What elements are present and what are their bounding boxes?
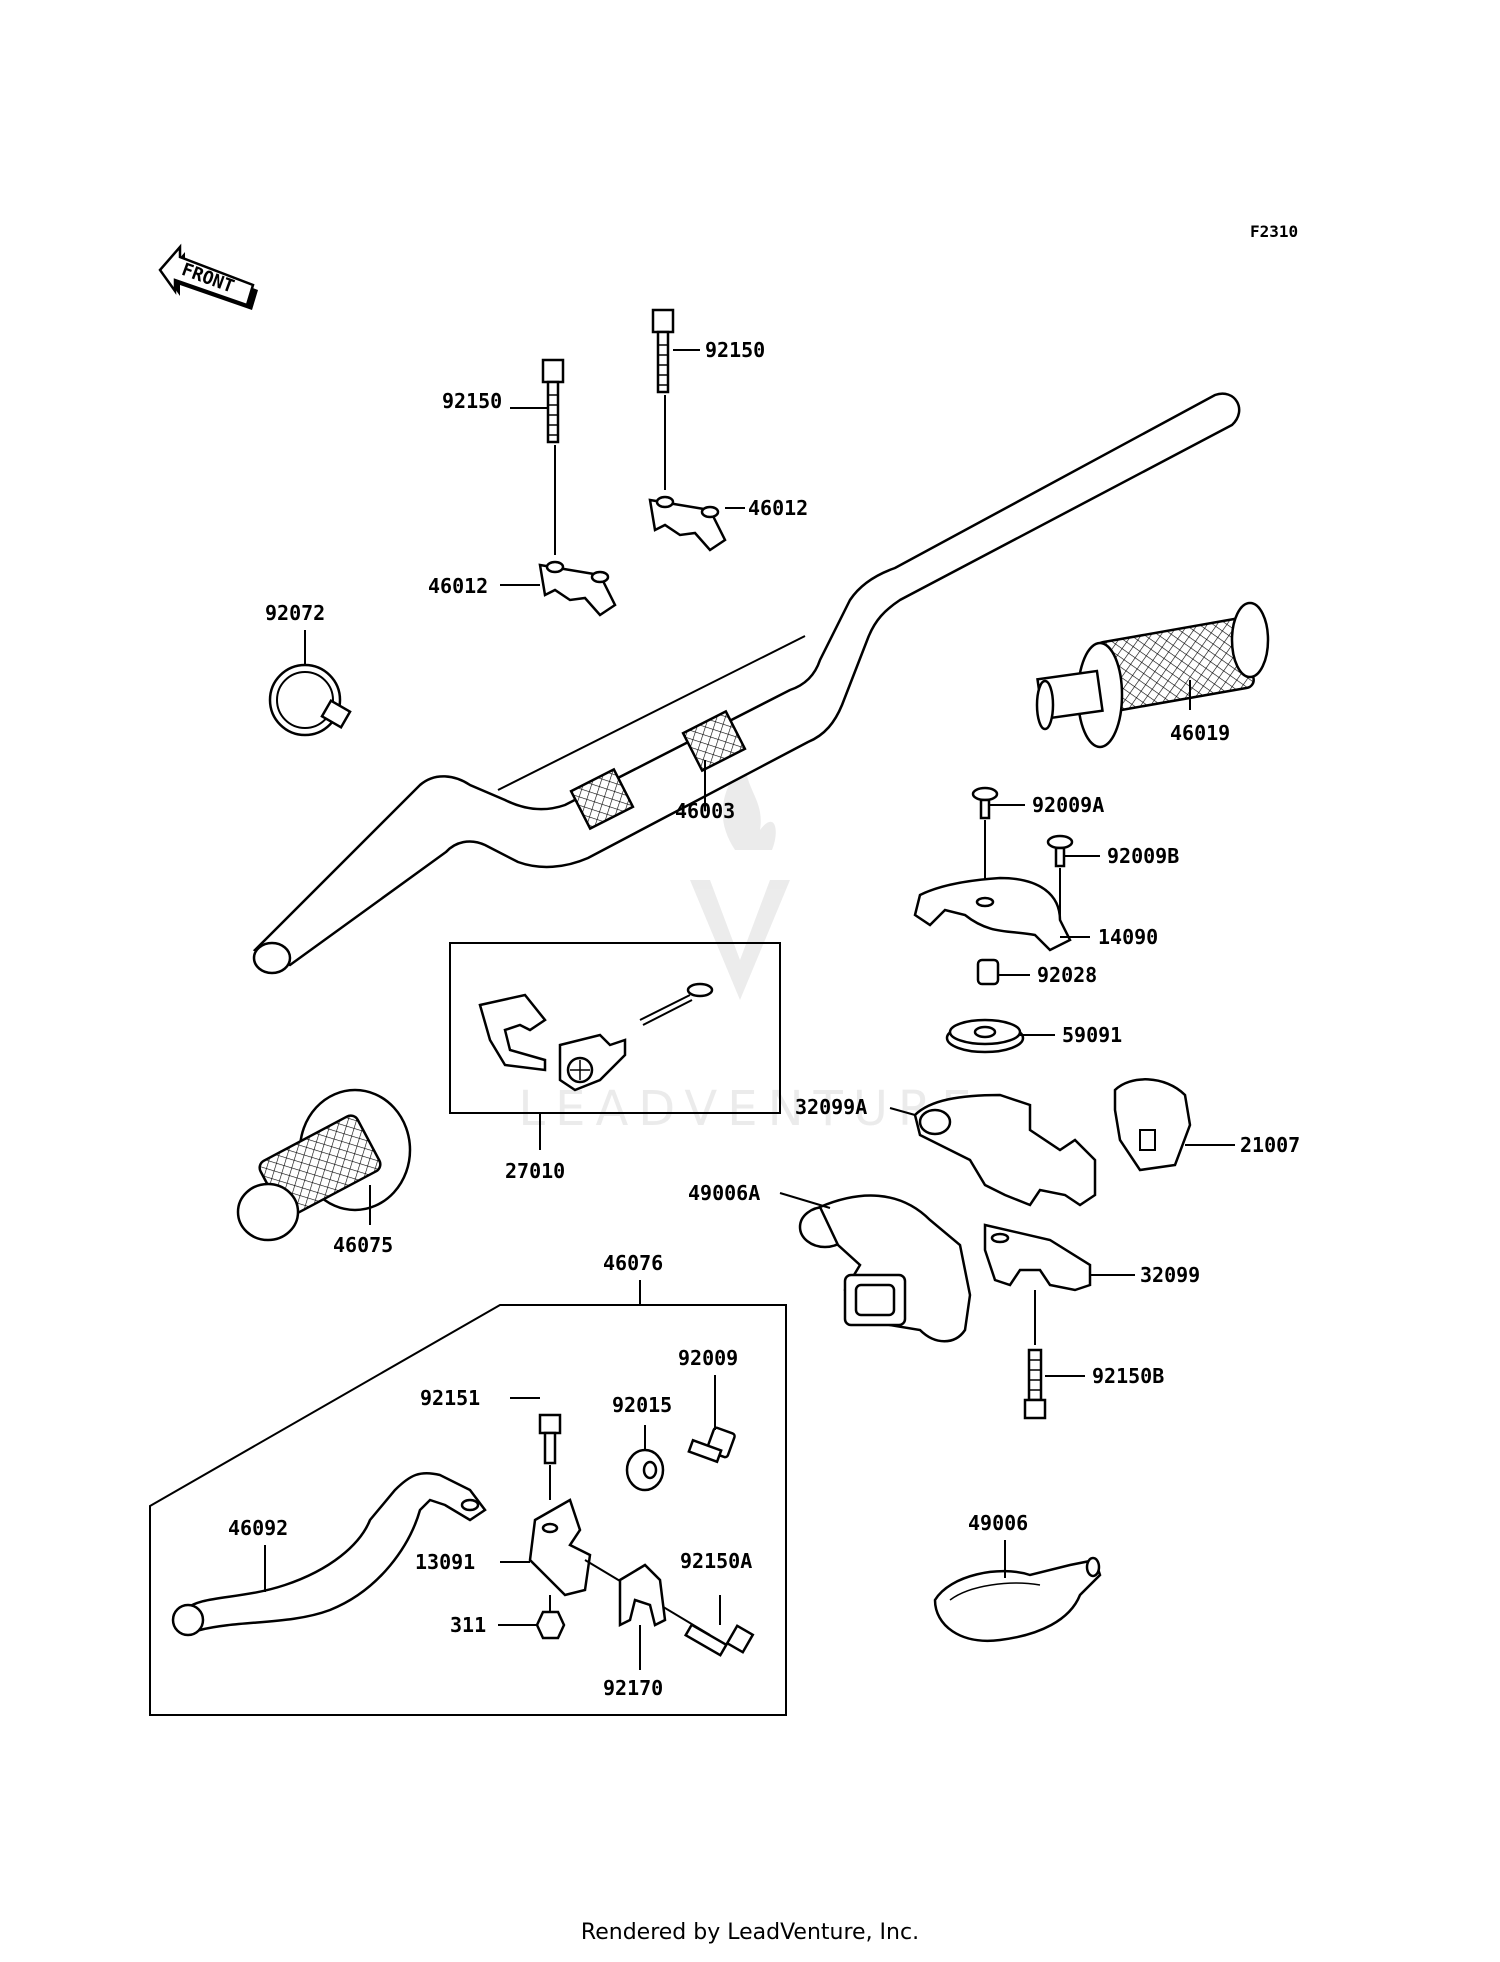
lever-46092	[171, 1471, 487, 1637]
front-arrow-icon: FRONT	[158, 243, 258, 310]
label-92150B: 92150B	[1092, 1364, 1164, 1388]
label-46012-left: 46012	[428, 574, 488, 598]
label-49006A: 49006A	[688, 1181, 760, 1205]
label-92015: 92015	[612, 1393, 672, 1417]
bolt-92150-left	[510, 358, 565, 555]
label-27010: 27010	[505, 1159, 565, 1183]
label-46076: 46076	[603, 1251, 663, 1275]
label-92072: 92072	[265, 601, 325, 625]
watermark-text: LEADVENTURE	[518, 1081, 981, 1137]
label-14090: 14090	[1098, 925, 1158, 949]
nut-311	[498, 1595, 566, 1640]
label-92170: 92170	[603, 1676, 663, 1700]
label-92028: 92028	[1037, 963, 1097, 987]
pulley-59091	[945, 1018, 1055, 1054]
label-13091: 13091	[415, 1550, 475, 1574]
label-92009: 92009	[678, 1346, 738, 1370]
label-59091: 59091	[1062, 1023, 1122, 1047]
clamp-92170	[618, 1563, 667, 1670]
label-46019: 46019	[1170, 721, 1230, 745]
label-32099A: 32099A	[795, 1095, 867, 1119]
throttle-grip-49006A	[779, 1192, 972, 1343]
clamp-46012-left	[500, 560, 617, 617]
ring-21007	[1113, 1078, 1235, 1172]
label-49006: 49006	[968, 1511, 1028, 1535]
cover-14090	[913, 876, 1090, 952]
handlebar-46003	[252, 392, 1241, 975]
bolt-92150B	[1023, 1348, 1085, 1420]
label-92151: 92151	[420, 1386, 480, 1410]
label-32099: 32099	[1140, 1263, 1200, 1287]
grip-46075	[236, 1088, 412, 1242]
clamp-32099	[983, 1223, 1135, 1345]
perch-13091	[500, 1498, 711, 1636]
cover-49006	[933, 1540, 1102, 1643]
label-311: 311	[450, 1613, 486, 1637]
label-46003: 46003	[675, 799, 735, 823]
label-46092: 46092	[228, 1516, 288, 1540]
label-46012-right: 46012	[748, 496, 808, 520]
bolt-92150A	[683, 1595, 755, 1657]
label-46075: 46075	[333, 1233, 393, 1257]
clamp-46012-right	[648, 495, 745, 552]
bolt-92150-right	[651, 308, 700, 490]
label-92009A: 92009A	[1032, 793, 1104, 817]
label-92150-left: 92150	[442, 389, 502, 413]
label-92150A: 92150A	[680, 1549, 752, 1573]
adjuster-92009	[687, 1375, 736, 1464]
band-92072	[268, 630, 352, 737]
housing-32099A	[889, 1093, 1097, 1207]
bolt-92151	[510, 1397, 562, 1500]
diagram-code: F2310	[1250, 222, 1298, 241]
collar-92028	[976, 958, 1030, 986]
label-92009B: 92009B	[1107, 844, 1179, 868]
label-21007: 21007	[1240, 1133, 1300, 1157]
nut-92015	[625, 1425, 665, 1492]
footer-credit: Rendered by LeadVenture, Inc.	[580, 1920, 920, 1945]
label-92150-right: 92150	[705, 338, 765, 362]
lever-assembly-46076	[149, 1280, 787, 1716]
grip-46019	[1035, 601, 1270, 749]
screw-92009A	[971, 786, 1025, 900]
switch-assembly-27010	[449, 942, 781, 1150]
